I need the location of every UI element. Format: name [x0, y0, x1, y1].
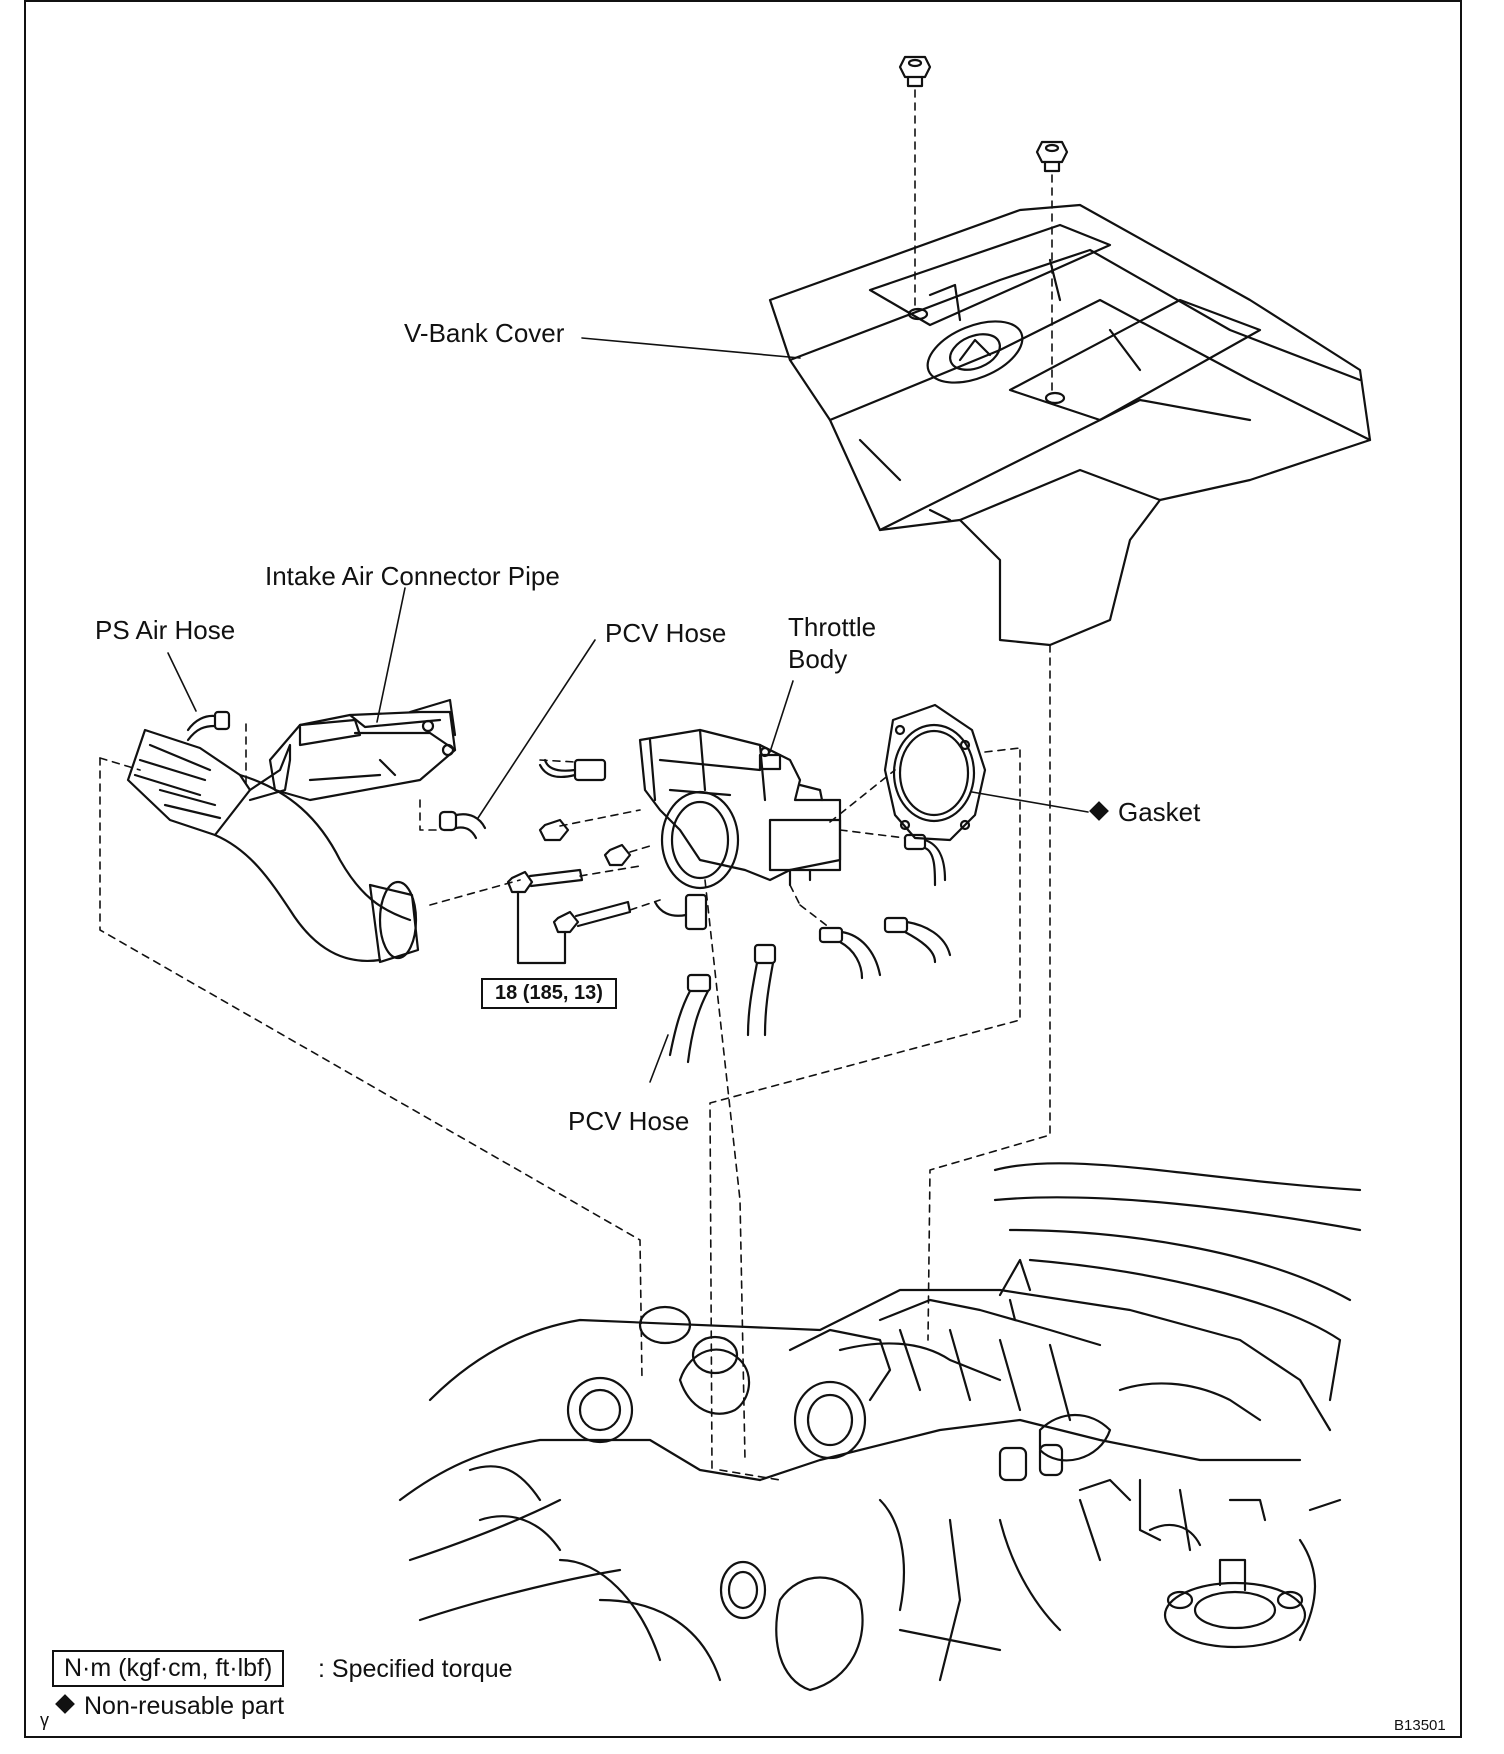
nut-1: [538, 818, 570, 842]
hose-right-3: [818, 926, 882, 980]
throttle-body-part: [638, 728, 842, 890]
pcv-hose-upper-part: [438, 810, 487, 840]
engine-part: [398, 1162, 1362, 1692]
corner-mark: γ: [40, 1710, 49, 1730]
cover-nut-left: [898, 55, 932, 88]
figure-code: B13501: [1394, 1717, 1446, 1734]
legend-torque-description: : Specified torque: [318, 1655, 513, 1683]
label-throttle-body-line1: Throttle: [788, 612, 877, 642]
label-intake-air-connector-pipe: Intake Air Connector Pipe: [265, 561, 560, 591]
label-v-bank-cover: V-Bank Cover: [404, 318, 565, 348]
figure-frame: [24, 0, 1462, 1738]
bolt-2: [552, 900, 632, 934]
v-bank-cover-part: [768, 203, 1372, 647]
gasket-part: [883, 703, 987, 842]
torque-bracket-line: [516, 890, 567, 965]
label-pcv-hose-upper: PCV Hose: [605, 618, 727, 648]
assembly-lines: [99, 89, 1053, 1481]
nut-2: [603, 843, 632, 867]
intake-air-connector-pipe-part: [126, 698, 457, 964]
label-throttle-body-line2: Body: [788, 644, 848, 674]
bolt-1: [506, 868, 584, 894]
label-gasket-text: Gasket: [1118, 797, 1201, 827]
non-reusable-diamond-icon: [1089, 801, 1109, 821]
legend-diamond-icon: [55, 1694, 75, 1714]
label-pcv-hose-lower: PCV Hose: [568, 1106, 690, 1136]
cover-nut-right: [1035, 140, 1069, 173]
legend-torque-units-box: N·m (kgf·cm, ft·lbf): [52, 1650, 285, 1687]
legend-non-reusable: Non-reusable part: [55, 1692, 285, 1721]
ps-air-hose-part: [186, 710, 231, 742]
connector-lower-part: [653, 893, 708, 931]
pcv-hose-lower-part: [668, 943, 777, 1064]
connector-upper-part: [538, 758, 607, 782]
hose-right-1: [903, 833, 947, 887]
hose-right-2: [883, 916, 952, 964]
leader-lines: [167, 337, 1089, 1083]
label-ps-air-hose: PS Air Hose: [95, 615, 236, 645]
label-gasket: Gasket: [1089, 797, 1201, 827]
torque-spec-box: 18 (185, 13): [481, 978, 617, 1009]
legend-non-reusable-text: Non-reusable part: [84, 1692, 285, 1720]
